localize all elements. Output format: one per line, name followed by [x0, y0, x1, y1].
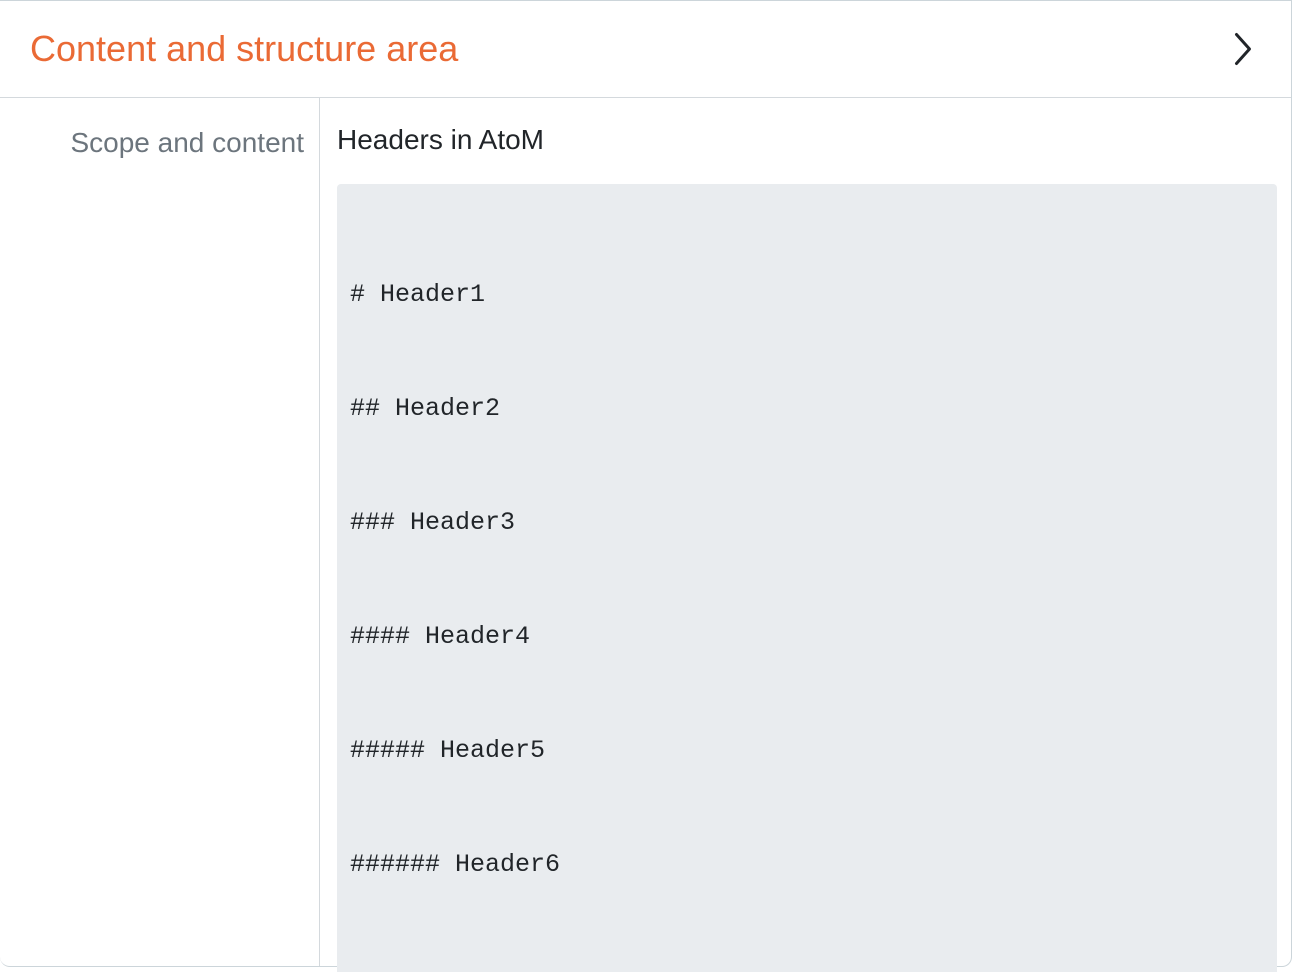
code-line: #### Header4	[350, 622, 531, 652]
field-label-column: Scope and content	[0, 98, 320, 966]
code-line: ###### Header6	[350, 850, 561, 880]
markdown-code-block: # Header1 ## Header2 ### Header3 #### He…	[337, 184, 1277, 972]
scope-and-content-row: Scope and content Headers in AtoM # Head…	[0, 98, 1291, 972]
code-line: ## Header2	[350, 394, 501, 424]
section-title: Content and structure area	[30, 28, 459, 70]
field-label-scope-and-content: Scope and content	[70, 127, 304, 158]
chevron-right-icon[interactable]	[1233, 31, 1253, 67]
field-value-column: Headers in AtoM # Header1 ## Header2 ###…	[320, 98, 1291, 972]
code-line: # Header1	[350, 280, 486, 310]
accordion-header-content-and-structure-area[interactable]: Content and structure area	[0, 1, 1291, 98]
code-line: ### Header3	[350, 508, 516, 538]
field-intro-text: Headers in AtoM	[337, 124, 544, 155]
code-line: ##### Header5	[350, 736, 546, 766]
